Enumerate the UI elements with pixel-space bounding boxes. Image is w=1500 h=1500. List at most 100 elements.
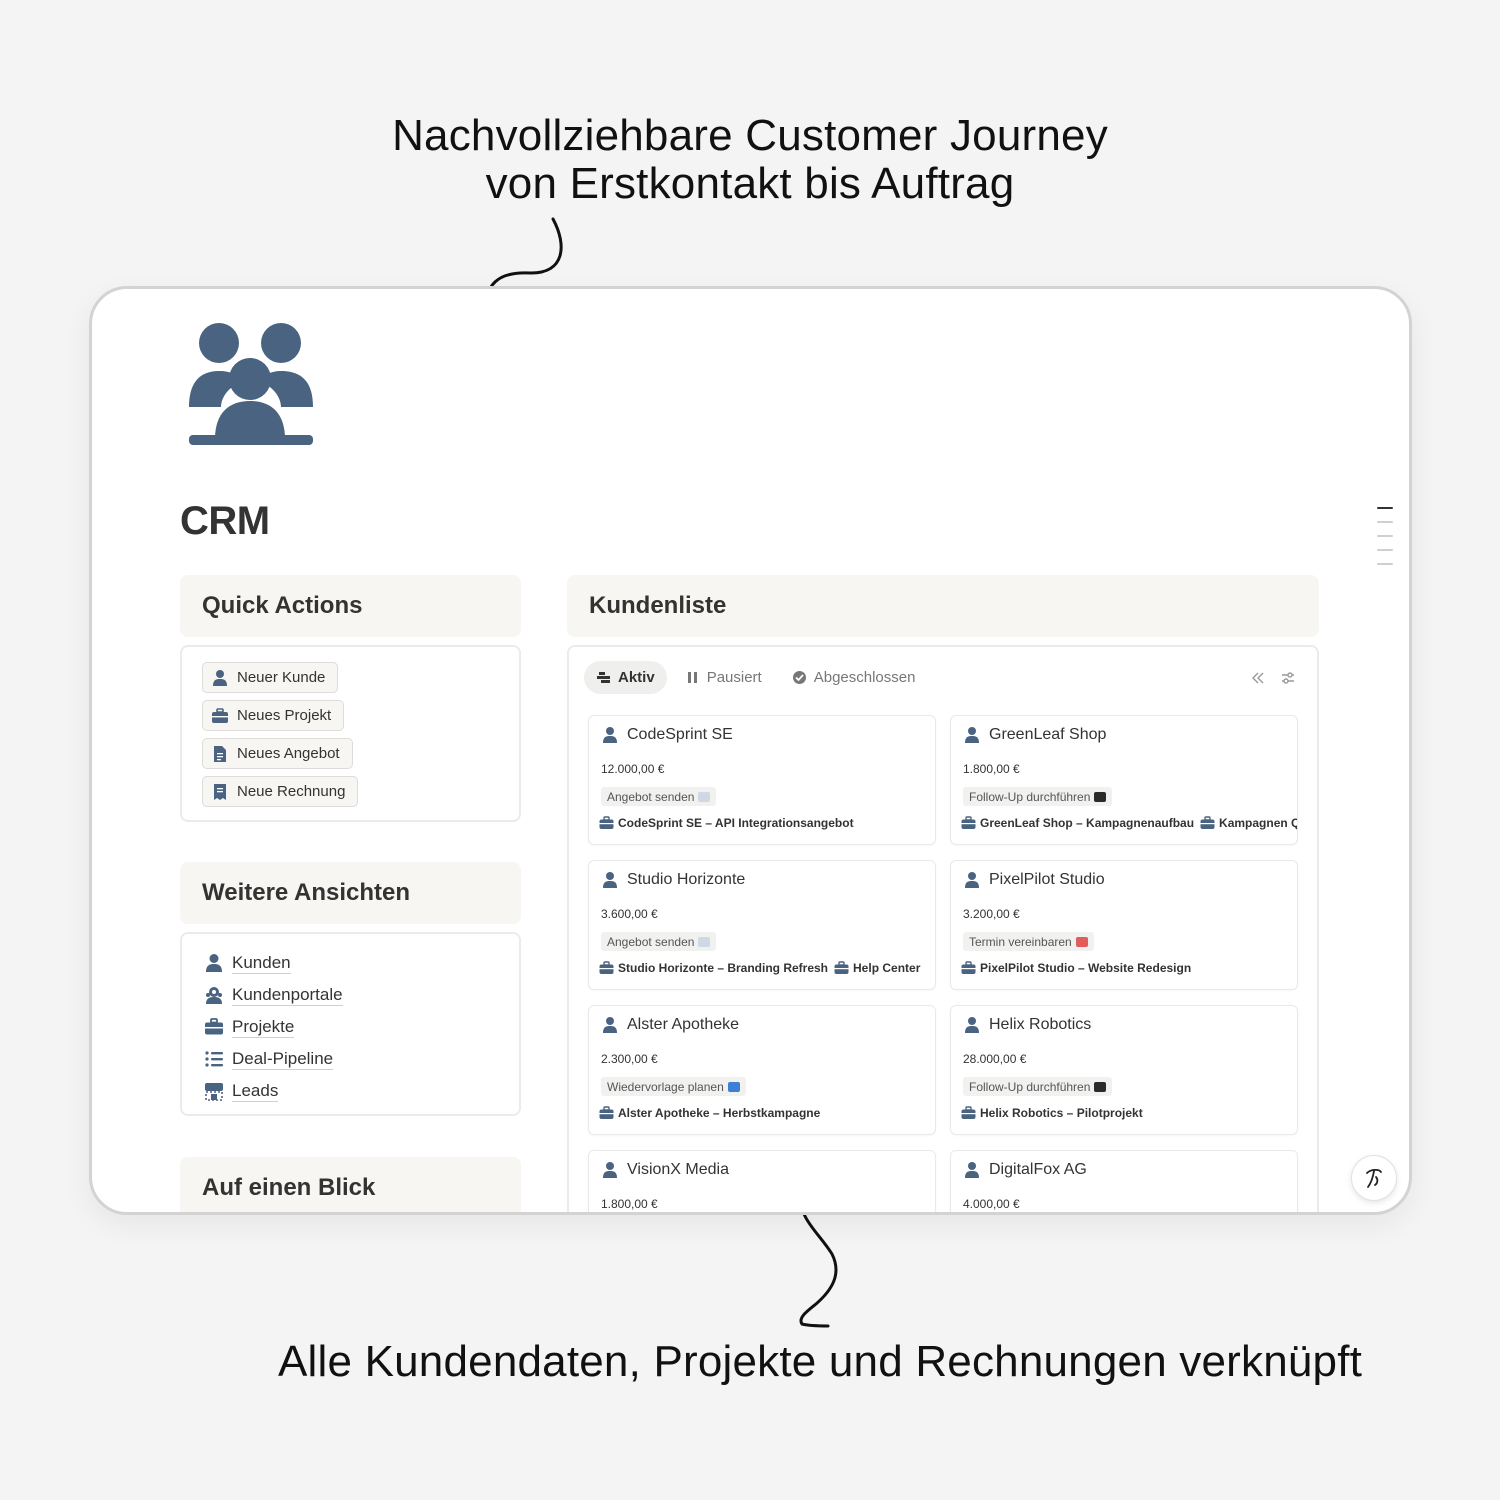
- storefront-icon: [205, 1083, 223, 1101]
- briefcase-icon: [961, 816, 976, 829]
- headline-top-line-2: von Erstkontakt bis Auftrag: [485, 159, 1015, 208]
- status-tabs: Aktiv Pausiert Abgeschlossen: [584, 661, 927, 694]
- person-icon: [965, 727, 979, 743]
- person-icon: [213, 669, 227, 686]
- customer-name: CodeSprint SE: [601, 726, 733, 744]
- briefcase-icon: [599, 1106, 614, 1119]
- briefcase-icon: [961, 961, 976, 974]
- deal-amount: 3.600,00 €: [601, 907, 658, 921]
- linked-projects: PixelPilot Studio – Website Redesign: [961, 961, 1191, 975]
- new-invoice-button[interactable]: Neue Rechnung: [202, 776, 359, 807]
- receipt-icon: [214, 783, 226, 800]
- linked-projects: Alster Apotheke – Herbstkampagne: [599, 1106, 820, 1120]
- person-icon: [965, 872, 979, 888]
- customer-card[interactable]: Helix Robotics 28.000,00 € Follow-Up durch…: [950, 1005, 1298, 1135]
- page-title: CRM: [180, 499, 270, 543]
- customer-name: Helix Robotics: [963, 1016, 1091, 1034]
- person-icon: [603, 727, 617, 743]
- customer-card[interactable]: VisionX Media 1.800,00 €: [588, 1150, 936, 1212]
- customer-name: Studio Horizonte: [601, 871, 745, 889]
- briefcase-icon: [834, 961, 849, 974]
- view-customer-portals[interactable]: Kundenportale: [204, 979, 497, 1011]
- deal-amount: 3.200,00 €: [963, 907, 1020, 921]
- person-icon: [603, 1162, 617, 1178]
- briefcase-icon: [961, 1106, 976, 1119]
- project-link[interactable]: PixelPilot Studio – Website Redesign: [961, 961, 1191, 975]
- customer-name: GreenLeaf Shop: [963, 726, 1106, 744]
- project-link[interactable]: CodeSprint SE – API Integrationsangebot: [599, 816, 854, 830]
- person-icon: [603, 872, 617, 888]
- help-button[interactable]: [1351, 1155, 1397, 1201]
- help-signature-icon: [1366, 1168, 1382, 1188]
- glance-heading: Auf einen Blick: [180, 1157, 521, 1212]
- briefcase-icon: [599, 961, 614, 974]
- new-project-button[interactable]: Neues Projekt: [202, 700, 345, 731]
- stack-icon: [597, 672, 610, 683]
- briefcase-icon: [599, 816, 614, 829]
- briefcase-icon: [205, 1018, 223, 1035]
- briefcase-icon: [212, 707, 228, 723]
- status-badge: Follow-Up durchführen: [963, 787, 1113, 806]
- view-projects[interactable]: Projekte: [204, 1011, 497, 1043]
- view-leads[interactable]: Leads: [204, 1075, 497, 1107]
- project-link[interactable]: GreenLeaf Shop – Kampagnenaufbau: [961, 816, 1194, 830]
- status-badge: Follow-Up durchführen: [963, 1077, 1113, 1096]
- linked-projects: GreenLeaf Shop – Kampagnenaufbau Kampagne…: [961, 816, 1297, 830]
- deal-amount: 4.000,00 €: [963, 1197, 1020, 1211]
- customer-board: Aktiv Pausiert Abgeschlossen CodeSprint …: [567, 645, 1319, 1212]
- quick-actions-heading: Quick Actions: [180, 575, 521, 637]
- deal-amount: 1.800,00 €: [601, 1197, 658, 1211]
- person-icon: [965, 1017, 979, 1033]
- status-emoji-icon: [1094, 791, 1107, 802]
- customer-name: VisionX Media: [601, 1161, 729, 1179]
- project-link[interactable]: Kampagnen Q: [1200, 816, 1297, 830]
- tab-aktiv[interactable]: Aktiv: [584, 661, 667, 694]
- check-circle-icon: [792, 671, 806, 684]
- page-outline[interactable]: [1377, 507, 1393, 577]
- status-emoji-icon: [698, 936, 711, 947]
- people-group-icon: [189, 323, 313, 445]
- portal-icon: [206, 987, 222, 1004]
- views-panel: Kunden Kundenportale Projekte Deal-Pipel…: [180, 932, 521, 1116]
- document-icon: [214, 745, 226, 762]
- status-emoji-icon: [698, 791, 711, 802]
- project-link[interactable]: Helix Robotics – Pilotprojekt: [961, 1106, 1143, 1120]
- deal-amount: 28.000,00 €: [963, 1052, 1027, 1066]
- quick-actions-panel: Neuer Kunde Neues Projekt Neues Angebot …: [180, 645, 521, 822]
- app-window: CRM Quick Actions Neuer Kunde Neues Proj…: [89, 286, 1412, 1215]
- views-heading: Weitere Ansichten: [180, 862, 521, 924]
- tab-abgeschlossen[interactable]: Abgeschlossen: [780, 661, 928, 694]
- status-badge: Wiedervorlage planen: [601, 1077, 746, 1096]
- headline-top-line-1: Nachvollziehbare Customer Journey: [392, 111, 1108, 160]
- status-emoji-icon: [1094, 1081, 1107, 1092]
- status-badge: Termin vereinbaren: [963, 932, 1094, 951]
- deal-amount: 12.000,00 €: [601, 762, 665, 776]
- view-deal-pipeline[interactable]: Deal-Pipeline: [204, 1043, 497, 1075]
- headline-top: Nachvollziehbare Customer Journey von Er…: [0, 112, 1500, 208]
- status-emoji-icon: [727, 1081, 740, 1092]
- new-customer-button[interactable]: Neuer Kunde: [202, 662, 339, 693]
- board-tools: [1251, 671, 1295, 685]
- new-offer-button[interactable]: Neues Angebot: [202, 738, 353, 769]
- project-link[interactable]: Help Center: [834, 961, 920, 975]
- project-link[interactable]: Studio Horizonte – Branding Refresh: [599, 961, 828, 975]
- list-icon: [205, 1051, 223, 1067]
- linked-projects: CodeSprint SE – API Integrationsangebot: [599, 816, 854, 830]
- pause-icon: [687, 672, 697, 683]
- tab-pausiert[interactable]: Pausiert: [673, 661, 774, 694]
- linked-projects: Helix Robotics – Pilotprojekt: [961, 1106, 1143, 1120]
- customer-list-heading: Kundenliste: [567, 575, 1319, 637]
- customer-name: Alster Apotheke: [601, 1016, 739, 1034]
- view-customers[interactable]: Kunden: [204, 947, 497, 979]
- status-emoji-icon: [1075, 936, 1088, 947]
- collapse-icon[interactable]: [1251, 671, 1265, 685]
- settings-sliders-icon[interactable]: [1281, 671, 1295, 685]
- project-link[interactable]: Alster Apotheke – Herbstkampagne: [599, 1106, 820, 1120]
- person-icon: [603, 1017, 617, 1033]
